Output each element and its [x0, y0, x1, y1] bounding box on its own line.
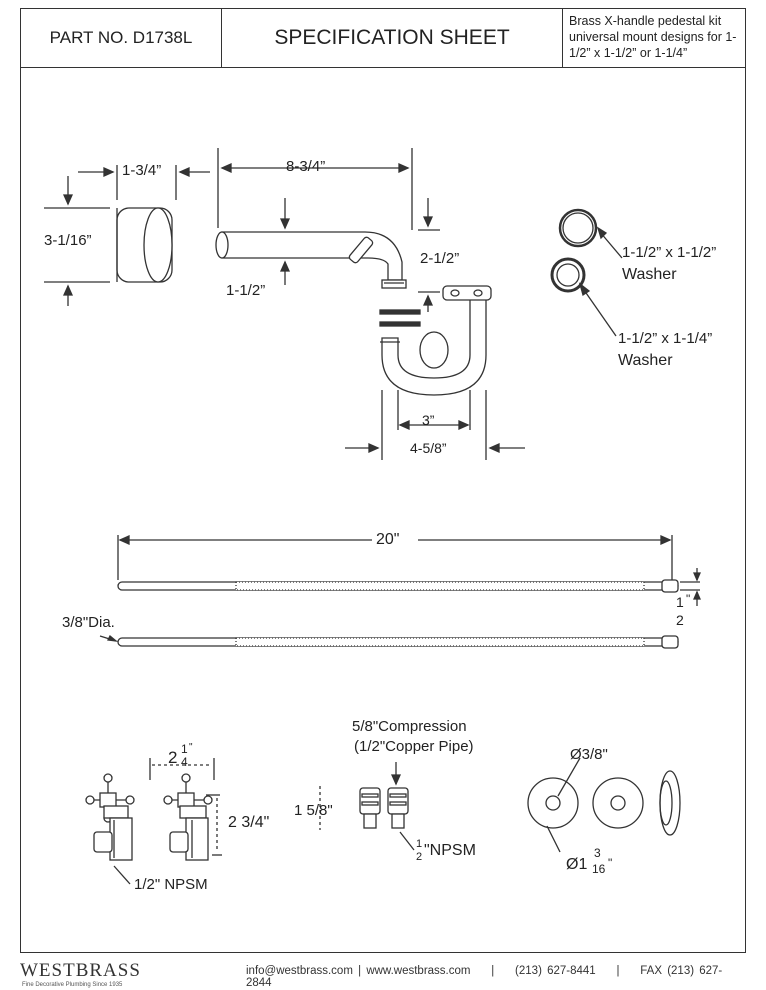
supply-diameter-label: 3/8"Dia.	[62, 614, 115, 631]
trap-inner-label: 3”	[422, 412, 435, 428]
valve-spacing-denominator: 4	[181, 755, 188, 769]
tail-drop-label: 2-1/2”	[420, 250, 460, 267]
p-trap-drawing	[379, 285, 492, 396]
supply-lines-drawing	[99, 534, 701, 649]
sheet-title: SPECIFICATION SHEET	[222, 9, 563, 67]
nut-height-label: 1 5/8"	[294, 802, 333, 819]
valve-spacing-mark: "	[189, 742, 193, 753]
valve-npsm-label: 1/2" NPSM	[134, 876, 208, 893]
fax-number: FAX (213) 627-2844	[246, 965, 723, 989]
nut-npsm-label: "NPSM	[424, 842, 476, 859]
valve-right	[163, 773, 213, 861]
footer: WESTBRASS Fine Decorative Plumbing Since…	[20, 960, 746, 990]
supply-half-denominator: 2	[676, 612, 684, 628]
valve-left	[85, 773, 135, 861]
valve-spacing-whole: 2	[168, 748, 178, 767]
arm-length-label: 8-3/4”	[286, 158, 326, 175]
escutcheon-outer-whole: Ø1	[566, 856, 588, 873]
brand-tagline: Fine Decorative Plumbing Since 1935	[22, 982, 123, 988]
copper-pipe-label: (1/2"Copper Pipe)	[354, 738, 474, 755]
header: PART NO. D1738L SPECIFICATION SHEET Bras…	[20, 8, 746, 68]
washer-1-size: 1-1/2” x 1-1/2”	[622, 244, 717, 261]
escutcheon-inner-label: Ø3/8"	[570, 746, 608, 763]
product-description: Brass X-handle pedestal kit universal mo…	[569, 14, 737, 60]
arm-dimension-lines	[217, 148, 440, 312]
compression-label: 5/8"Compression	[352, 718, 467, 735]
valve-height-label: 2 3/4"	[228, 814, 270, 831]
washer-2-label: Washer	[618, 352, 673, 369]
nut-npsm-numerator: 1	[416, 838, 423, 850]
flange-height-label: 3-1/16”	[44, 232, 92, 249]
flange-drawing	[116, 207, 173, 283]
flange-dimension-lines	[44, 165, 210, 306]
escutcheon-outer-mark: "	[608, 856, 613, 870]
compression-nuts-drawing	[319, 762, 415, 851]
washer-1-label: Washer	[622, 266, 677, 283]
separator: |	[616, 965, 620, 977]
email-link[interactable]: info@westbrass.com	[246, 965, 353, 977]
escutcheon-outer-denominator: 16	[592, 862, 606, 876]
supply-length-label: 20"	[376, 531, 400, 548]
trap-arm-drawing	[215, 231, 407, 289]
trap-dimension-lines	[345, 390, 525, 460]
escutcheons-drawing	[527, 757, 681, 853]
separator: |	[491, 965, 495, 977]
arm-diameter-label: 1-1/2”	[226, 282, 266, 299]
trap-outer-label: 4-5/8”	[410, 440, 447, 456]
separator: |	[358, 965, 362, 977]
drawing-frame	[20, 68, 746, 953]
supply-half-numerator: 1	[676, 594, 684, 610]
phone-number: (213) 627-8441	[515, 965, 596, 977]
escutcheon-outer-numerator: 3	[594, 846, 601, 860]
supply-half-mark: "	[686, 592, 691, 606]
contact-info: info@westbrass.com | www.westbrass.com |…	[246, 965, 746, 989]
brand-logo: WESTBRASS	[20, 960, 141, 981]
valves-drawing	[85, 758, 222, 885]
website-link[interactable]: www.westbrass.com	[366, 965, 471, 977]
valve-spacing-numerator: 1	[181, 742, 188, 756]
flange-width-label: 1-3/4”	[122, 162, 162, 179]
part-number: PART NO. D1738L	[21, 9, 222, 67]
washer-drawings	[550, 208, 623, 337]
washer-2-size: 1-1/2” x 1-1/4”	[618, 330, 713, 347]
nut-npsm-denominator: 2	[416, 851, 423, 863]
